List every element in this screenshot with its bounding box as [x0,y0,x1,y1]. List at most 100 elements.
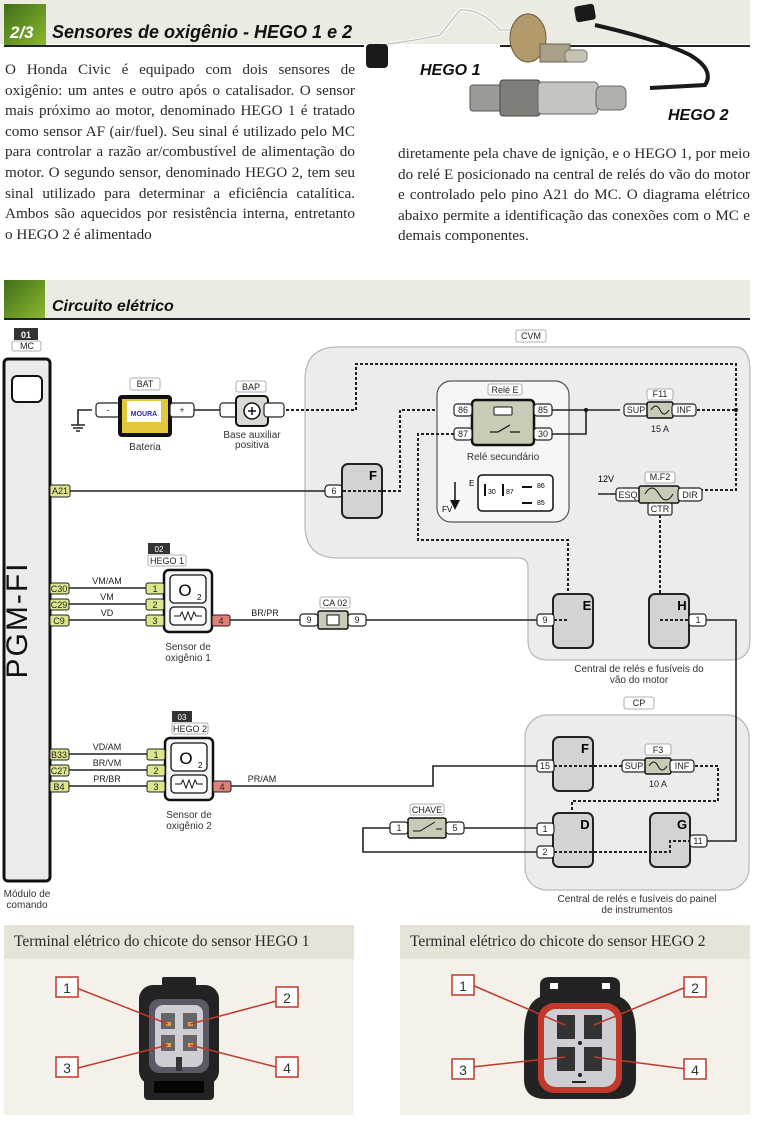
callout-3: 3 [459,1062,467,1078]
svg-text:F: F [369,468,377,483]
svg-text:9: 9 [542,615,547,625]
svg-text:DIR: DIR [682,490,698,500]
mc-name: PGM-FI [1,562,34,679]
svg-text:SUP: SUP [627,405,646,415]
svg-text:BR/VM: BR/VM [93,758,122,768]
header-rule [500,45,750,47]
svg-text:02: 02 [155,545,164,554]
svg-text:HEGO 1: HEGO 1 [150,556,184,566]
relay-body [470,398,536,447]
svg-text:4: 4 [219,782,224,792]
chip-icon [11,375,43,403]
svg-text:G: G [677,817,687,832]
svg-text:INF: INF [677,405,692,415]
mc-number: 01 [21,330,31,340]
svg-text:PR/BR: PR/BR [93,774,121,784]
svg-text:1: 1 [396,823,401,833]
svg-text:Sensor de: Sensor de [165,642,211,653]
svg-text:+: + [179,405,184,415]
svg-text:2: 2 [197,593,202,602]
voltage-label: 12V [598,474,614,484]
svg-text:M.F2: M.F2 [650,472,671,482]
mc-caption-2: comando [6,900,48,911]
relay-caption: Relé secundário [467,452,540,463]
svg-text:D: D [580,817,589,832]
svg-text:3: 3 [153,782,158,792]
svg-text:CHAVE: CHAVE [412,805,442,815]
svg-text:11: 11 [693,836,702,846]
fuse-f3-rating: 10 A [649,779,667,789]
intro-paragraph-1: O Honda Civic é equipado com dois sensor… [5,61,355,243]
mc-number-badge [14,328,38,340]
svg-text:2: 2 [198,761,203,770]
svg-text:VD: VD [101,608,114,618]
svg-text:1: 1 [542,824,547,834]
header-accent [4,4,46,46]
svg-text:F: F [581,741,589,756]
svg-text:SUP: SUP [625,761,644,771]
relay-tag: Relé E [491,385,518,395]
svg-text:BR/PR: BR/PR [251,608,279,618]
ignition-switch [407,817,447,839]
section-band [4,280,750,318]
svg-text:B33: B33 [51,750,67,760]
svg-text:85: 85 [537,500,545,507]
svg-text:E: E [583,598,592,613]
terminal-panel-hego1: Terminal elétrico do chicote do sensor H… [4,925,354,1115]
svg-text:85: 85 [538,405,548,415]
section-rule [4,318,750,320]
cvm-caption-2: vão do motor [610,675,669,686]
cp-caption-2: de instrumentos [601,905,672,916]
relay-legend [477,474,554,512]
svg-text:1: 1 [153,750,158,760]
svg-text:VD/AM: VD/AM [93,742,122,752]
heater-resistor-icon [175,778,203,790]
cp-block-d [552,812,594,868]
hego2-connector: 1 2 3 4 [451,974,707,1099]
battery-tag: BAT [137,379,154,389]
svg-text:9: 9 [354,615,359,625]
svg-text:HEGO 2: HEGO 2 [173,724,207,734]
heater-resistor-icon [174,610,202,622]
svg-text:6: 6 [331,486,336,496]
mc-tag-text: MC [20,341,34,351]
svg-text:87: 87 [506,489,514,496]
callout-4: 4 [283,1060,291,1076]
bap-caption-1: Base auxiliar [223,430,281,441]
terminal-title-hego1: Terminal elétrico do chicote do sensor H… [4,925,354,959]
bap-tag: BAP [242,382,260,392]
battery-caption: Bateria [129,442,161,453]
section-title: Circuito elétrico [52,298,174,315]
terminal-panel-hego2: Terminal elétrico do chicote do sensor H… [400,925,750,1115]
arrow-down-icon [450,500,460,510]
svg-text:INF: INF [675,761,690,771]
hego2-wires: B33 C27 B4 VD/AM BR/VM PR/BR 1 2 3 4 PR/… [49,742,277,793]
sensor-photo: HEGO 1 HEGO 2 [366,3,729,124]
svg-text:F3: F3 [653,745,664,755]
svg-text:A21: A21 [52,486,68,496]
svg-text:oxigênio 1: oxigênio 1 [165,653,211,664]
page-number: 2/3 [10,23,34,42]
svg-text:86: 86 [537,483,545,490]
cp-tag [623,696,655,710]
svg-text:15: 15 [540,761,550,771]
bap-caption-2: positiva [235,440,269,451]
page-title: Sensores de oxigênio - HEGO 1 e 2 [52,22,353,42]
cvm-block-f [341,463,383,519]
intro-paragraph-2: diretamente pela chave de ignição, e o H… [398,145,750,245]
battery-brand: MOURA [131,411,157,418]
cvm-tag-text: CVM [521,331,541,341]
svg-text:C30: C30 [51,584,68,594]
hego1-connector: 1 2 3 4 [55,976,299,1100]
svg-text:1: 1 [695,615,700,625]
svg-text:E: E [469,479,474,488]
svg-text:3: 3 [152,616,157,626]
section-accent [4,280,45,318]
svg-text:C27: C27 [51,766,68,776]
svg-text:FV: FV [442,505,453,514]
hego1-wires: C30 C29 C9 VM/AM VM VD 1 2 3 4 BR/PR [49,576,300,627]
callout-4: 4 [691,1062,699,1078]
cp-tag-text: CP [633,698,646,708]
terminal-title-hego2: Terminal elétrico do chicote do sensor H… [400,925,750,959]
svg-text:PR/AM: PR/AM [248,774,277,784]
